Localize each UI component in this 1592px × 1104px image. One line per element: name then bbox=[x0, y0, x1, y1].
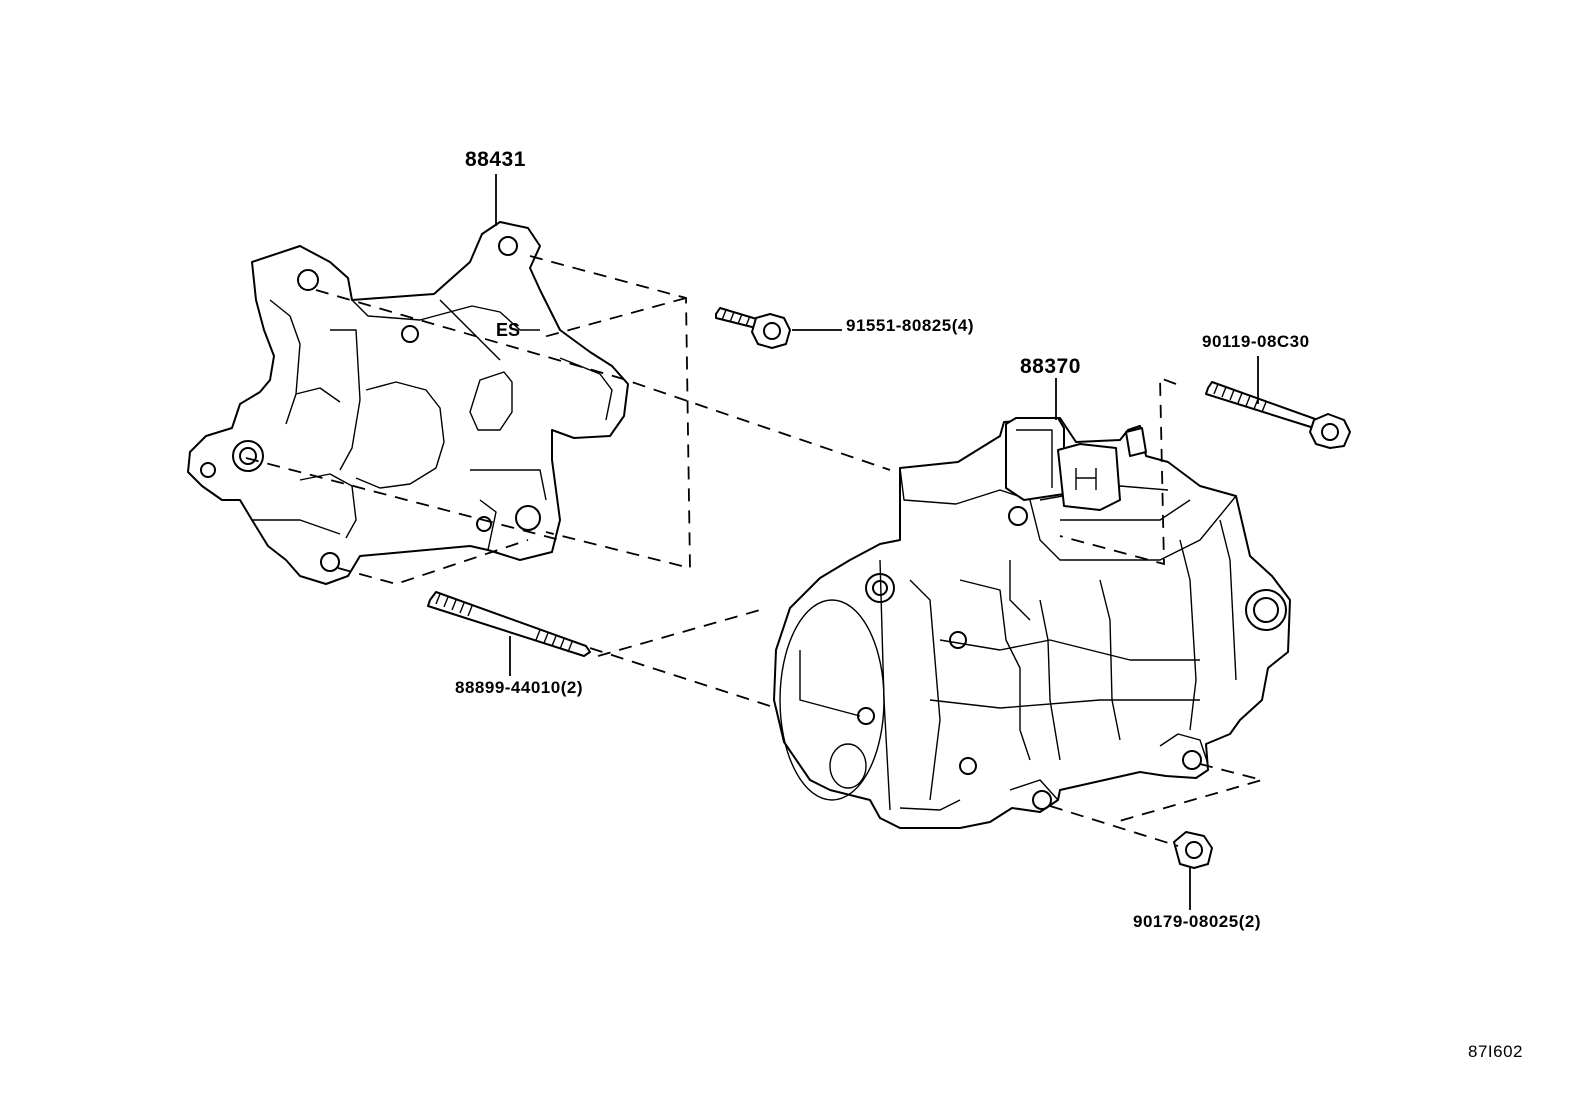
alignment-lines bbox=[245, 255, 1266, 847]
bolt-90119-08C30 bbox=[1205, 381, 1351, 449]
label-nut: 90179-08025(2) bbox=[1133, 912, 1261, 931]
compressor-part-88370 bbox=[773, 417, 1291, 829]
label-compressor: 88370 bbox=[1020, 355, 1081, 378]
stud-88899-44010 bbox=[427, 591, 591, 657]
nut-90179-08025 bbox=[1173, 831, 1213, 869]
label-bolt-top: 91551-80825(4) bbox=[846, 316, 974, 335]
illustration-code: 87I602 bbox=[1468, 1042, 1523, 1061]
bolt-91551-80825 bbox=[715, 307, 791, 349]
svg-text:ES: ES bbox=[496, 320, 520, 340]
leader-lines bbox=[495, 174, 1259, 910]
bracket-part-88431: ES bbox=[187, 221, 629, 585]
label-stud: 88899-44010(2) bbox=[455, 678, 583, 697]
label-bracket: 88431 bbox=[465, 148, 526, 171]
label-bolt-right: 90119-08C30 bbox=[1202, 332, 1310, 351]
